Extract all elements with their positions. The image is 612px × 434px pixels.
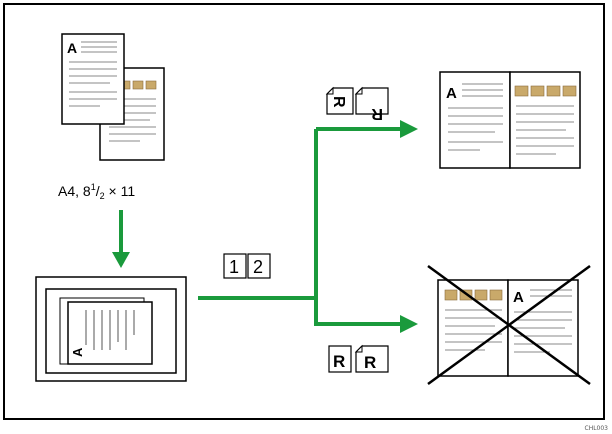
photo-thumbnail-4 (562, 85, 577, 97)
rotated-page-letter: A (70, 347, 85, 357)
arrow-branch (198, 120, 418, 333)
scanner-machine: A (35, 276, 187, 382)
arrow-head-bottom (400, 315, 418, 333)
figure-code: CHL003 (585, 425, 609, 432)
page-number-2: 2 (253, 257, 263, 277)
cross-mark (427, 264, 591, 386)
orientation-letter: R (364, 353, 376, 372)
arrow-head-top (400, 120, 418, 138)
output-incorrect: A (427, 264, 591, 386)
output-correct: A (439, 71, 581, 169)
orientation-letter: R (371, 105, 383, 122)
orientation-letter: R (333, 352, 345, 371)
photo-thumbnail-4 (489, 289, 503, 301)
photo-thumbnail-2 (132, 80, 144, 90)
photo-thumbnail-3 (145, 80, 157, 90)
orientation-letter: R (330, 96, 347, 108)
page-letter: A (513, 289, 524, 306)
page-number-1: 1 (229, 257, 239, 277)
photo-thumbnail-1 (514, 85, 529, 97)
orientation-icons-bottom: R R (328, 344, 389, 373)
page-numbers-box: 1 2 (223, 253, 271, 279)
orientation-icons-top: R R (325, 86, 389, 122)
page-letter: A (446, 85, 457, 102)
photo-thumbnail-3 (546, 85, 561, 97)
photo-thumbnail-1 (444, 289, 458, 301)
paper-size-label: A4, 81/2 × 11 (58, 182, 135, 201)
original-documents: A (61, 33, 165, 161)
arrow-down (112, 210, 130, 268)
photo-thumbnail-2 (530, 85, 545, 97)
page-letter: A (67, 40, 77, 56)
original-page-1: A (61, 33, 125, 125)
photo-thumbnail-3 (474, 289, 488, 301)
